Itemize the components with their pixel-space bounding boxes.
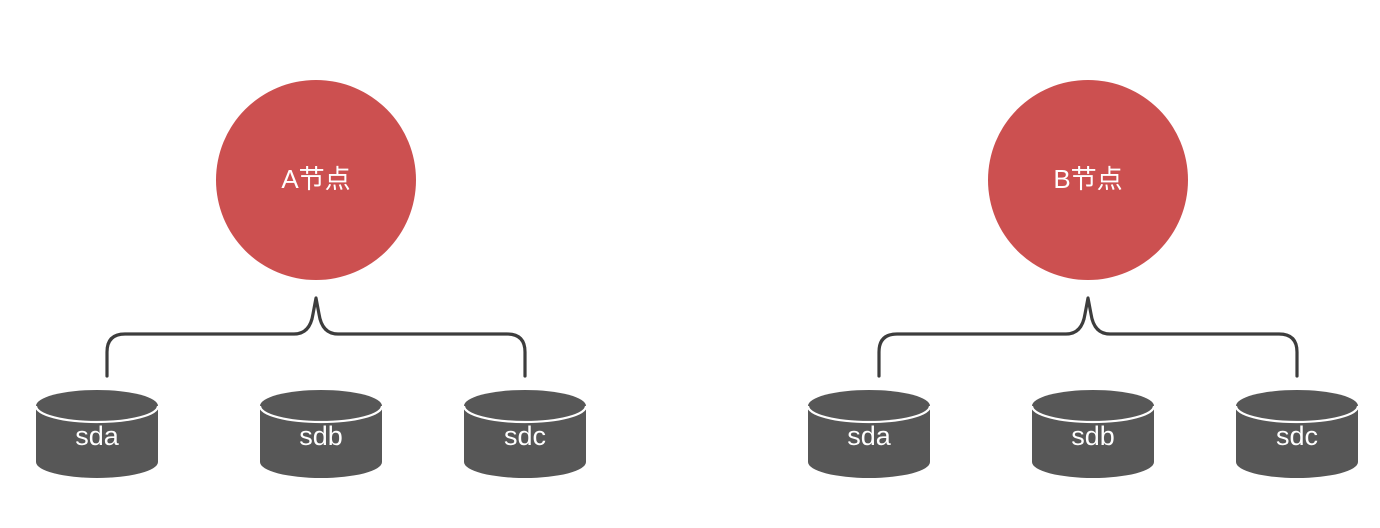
disk-label: sdb <box>299 421 343 451</box>
disk-sda-a[interactable]: sda <box>34 390 160 478</box>
node-group-b: B节点 sda sdb sdc <box>806 80 1360 478</box>
disk-body <box>36 406 158 478</box>
disk-top-rim-line <box>258 405 384 424</box>
disk-top-ellipse <box>260 390 382 422</box>
disk-sdb-b[interactable]: sdb <box>1030 390 1156 478</box>
disk-sda-b[interactable]: sda <box>806 390 932 478</box>
disk-sdc-b[interactable]: sdc <box>1234 390 1360 478</box>
disk-top-ellipse <box>1236 390 1358 422</box>
disk-body <box>1032 406 1154 478</box>
brace-connector-a <box>105 296 527 378</box>
node-label-a: A节点 <box>281 164 350 194</box>
node-circle-a[interactable] <box>216 80 416 280</box>
disk-sdc-a[interactable]: sdc <box>462 390 588 478</box>
disk-body <box>1236 406 1358 478</box>
disk-top-rim-line <box>1234 405 1360 424</box>
disk-top-ellipse <box>36 390 158 422</box>
disk-top-rim-line <box>1030 405 1156 424</box>
brace-connector-b <box>877 296 1299 378</box>
disk-label: sda <box>75 421 120 451</box>
disk-top-rim-line <box>462 405 588 424</box>
disk-top-ellipse <box>464 390 586 422</box>
disk-label: sdc <box>1276 421 1318 451</box>
disk-body <box>260 406 382 478</box>
disk-body <box>808 406 930 478</box>
disk-body <box>464 406 586 478</box>
disk-sdb-a[interactable]: sdb <box>258 390 384 478</box>
node-label-b: B节点 <box>1053 164 1122 194</box>
disk-top-rim-line <box>34 405 160 424</box>
disk-top-ellipse <box>1032 390 1154 422</box>
disk-label: sdb <box>1071 421 1115 451</box>
node-circle-b[interactable] <box>988 80 1188 280</box>
disk-label: sda <box>847 421 892 451</box>
disk-label: sdc <box>504 421 546 451</box>
disk-top-ellipse <box>808 390 930 422</box>
disk-top-rim-line <box>806 405 932 424</box>
node-group-a: A节点 sda sdb sdc <box>34 80 588 478</box>
